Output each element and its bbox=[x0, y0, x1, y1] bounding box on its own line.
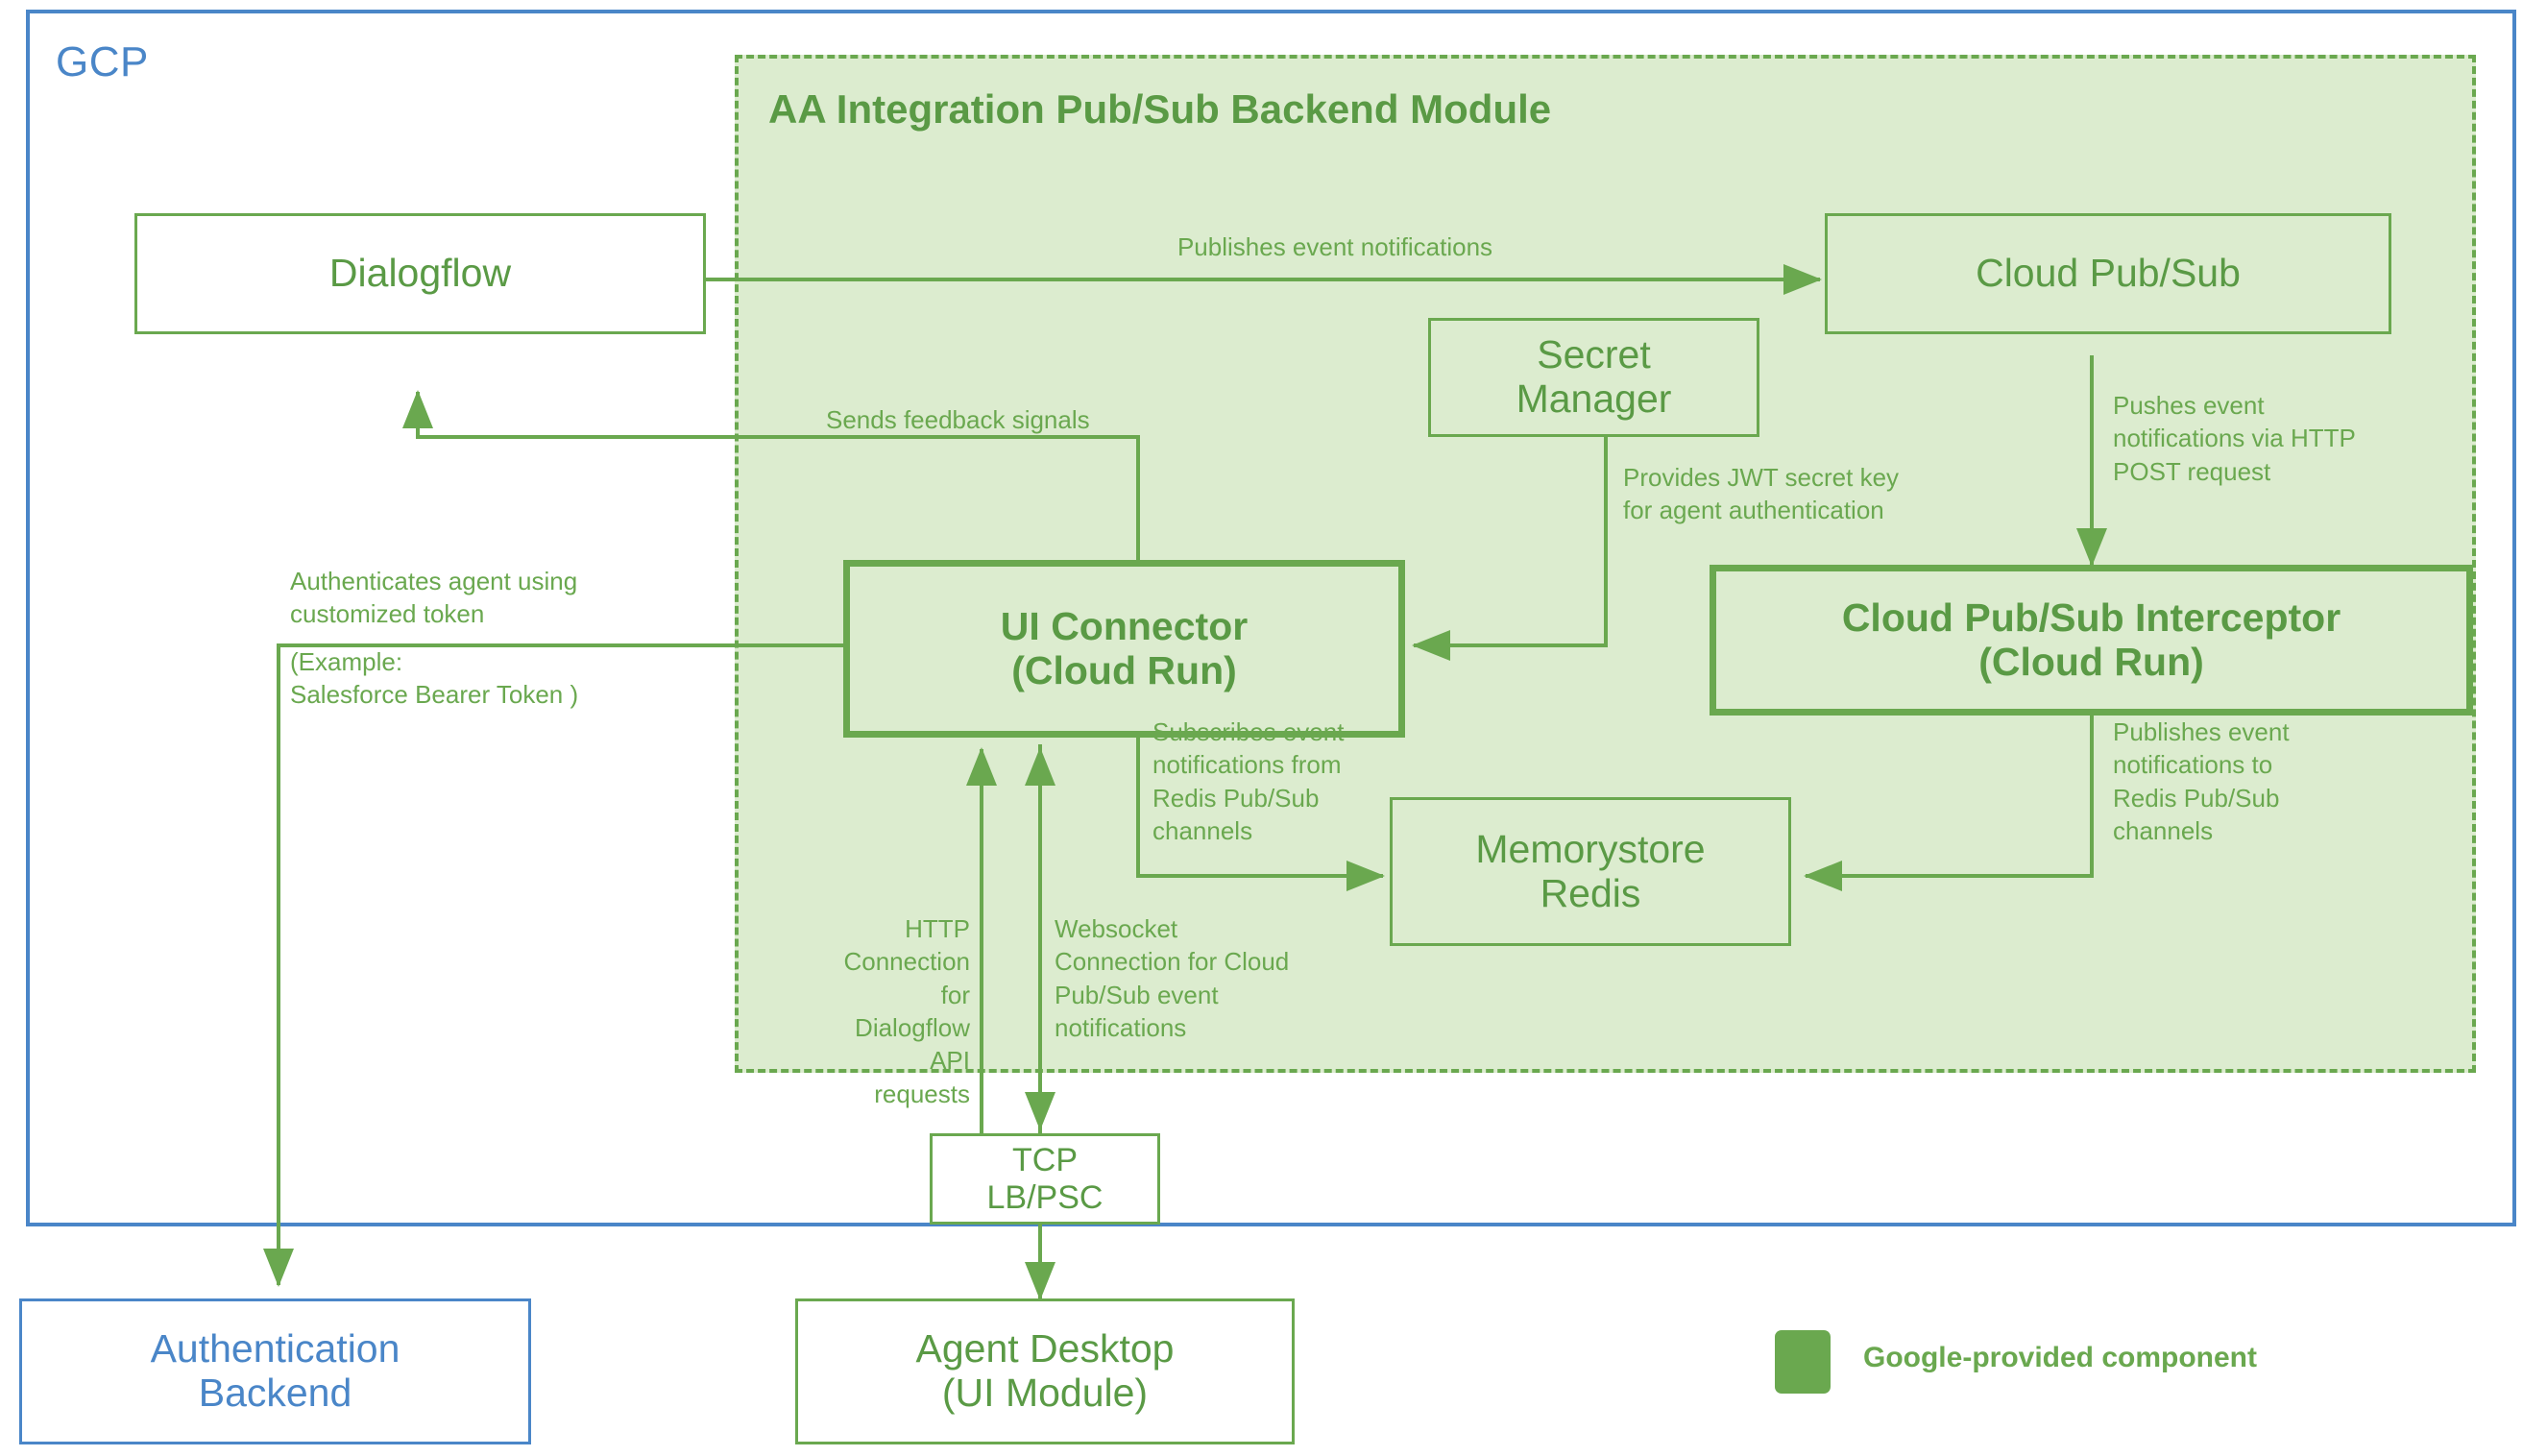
node-agent-desktop-label-2: (UI Module) bbox=[941, 1371, 1149, 1415]
node-tcp-lb-psc[interactable]: TCP LB/PSC bbox=[930, 1133, 1160, 1225]
node-auth-backend-label-2: Backend bbox=[198, 1371, 352, 1415]
edge-label-authenticates-agent: Authenticates agent using customized tok… bbox=[290, 567, 578, 629]
node-agent-desktop[interactable]: Agent Desktop (UI Module) bbox=[795, 1298, 1295, 1444]
node-ui-connector[interactable]: UI Connector (Cloud Run) bbox=[843, 560, 1405, 738]
node-cloud-pubsub-interceptor[interactable]: Cloud Pub/Sub Interceptor (Cloud Run) bbox=[1710, 565, 2473, 716]
edge-label-websocket-pubsub-notifications: Websocket Connection for Cloud Pub/Sub e… bbox=[1055, 914, 1290, 1042]
node-cloud-pubsub-label: Cloud Pub/Sub bbox=[1976, 251, 2241, 296]
edge-label-publishes-event-notifications: Publishes event notifications bbox=[1176, 232, 1493, 261]
node-ui-connector-label-1: UI Connector bbox=[1000, 603, 1249, 648]
edge-label-sends-feedback-signals: Sends feedback signals bbox=[826, 405, 1090, 434]
node-ui-connector-label-2: (Cloud Run) bbox=[1011, 647, 1237, 692]
edge-label-authenticates-agent-example: (Example: Salesforce Bearer Token ) bbox=[290, 647, 579, 710]
edge-label-http-dialogflow-requests: HTTP Connection for Dialogflow API reque… bbox=[843, 914, 970, 1108]
legend-swatch-google-component bbox=[1775, 1330, 1831, 1394]
node-authentication-backend[interactable]: Authentication Backend bbox=[19, 1298, 531, 1444]
node-memorystore-redis[interactable]: Memorystore Redis bbox=[1390, 797, 1791, 946]
node-memorystore-label-1: Memorystore bbox=[1475, 826, 1706, 871]
module-title: AA Integration Pub/Sub Backend Module bbox=[768, 86, 1552, 132]
edge-label-provides-jwt-secret: Provides JWT secret key for agent authen… bbox=[1623, 463, 1900, 525]
edge-label-subscribes-redis-channels: Subscribes event notifications from Redi… bbox=[1152, 717, 1345, 845]
node-tcp-lb-label-1: TCP bbox=[1012, 1142, 1078, 1179]
legend-label-google-component: Google-provided component bbox=[1863, 1342, 2257, 1373]
node-interceptor-label-2: (Cloud Run) bbox=[1978, 639, 2204, 684]
edge-label-publishes-redis-channels: Publishes event notifications to Redis P… bbox=[2113, 717, 2290, 845]
node-secret-manager-label-1: Secret bbox=[1537, 332, 1651, 377]
node-secret-manager-label-2: Manager bbox=[1516, 376, 1672, 421]
edge-label-pushes-event-http-post: Pushes event notifications via HTTP POST… bbox=[2113, 391, 2356, 486]
node-secret-manager[interactable]: Secret Manager bbox=[1428, 318, 1759, 437]
node-tcp-lb-label-2: LB/PSC bbox=[986, 1178, 1104, 1216]
node-cloud-pubsub[interactable]: Cloud Pub/Sub bbox=[1825, 213, 2391, 334]
node-memorystore-label-2: Redis bbox=[1540, 870, 1641, 915]
node-dialogflow[interactable]: Dialogflow bbox=[134, 213, 706, 334]
node-agent-desktop-label-1: Agent Desktop bbox=[915, 1326, 1175, 1371]
gcp-zone-label: GCP bbox=[56, 38, 149, 85]
node-dialogflow-label: Dialogflow bbox=[328, 251, 512, 296]
node-auth-backend-label-1: Authentication bbox=[150, 1326, 400, 1371]
node-interceptor-label-1: Cloud Pub/Sub Interceptor bbox=[1841, 595, 2341, 640]
